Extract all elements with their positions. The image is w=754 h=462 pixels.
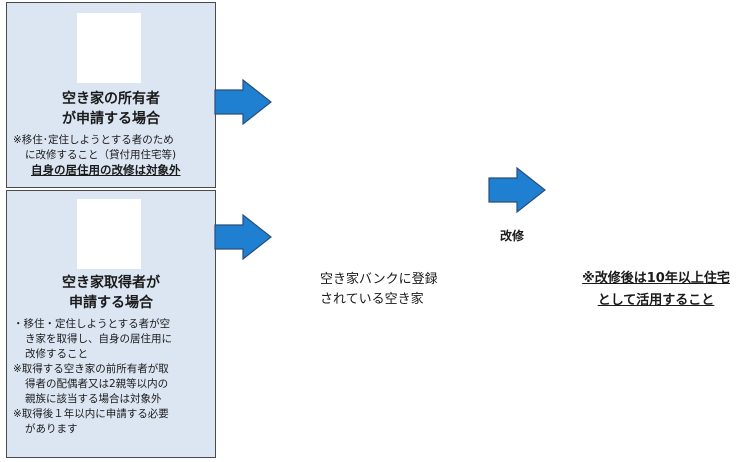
akiya-bank-line1: 空き家バンクに登録 <box>320 272 438 287</box>
acquirer-note-line: があります <box>25 423 78 435</box>
acquirer-note-line: ※取得する空き家の前所有者が取 <box>13 363 169 375</box>
owner-note-line1: ※移住･定住しようとする者のため <box>13 134 174 146</box>
acquirer-note-line: 得者の配偶者又は2親等以内の <box>25 378 169 390</box>
result-line1: ※改修後は10年以上住宅 <box>582 271 730 286</box>
owner-note-line2: に改修すること（貸付用住宅等) <box>25 149 177 161</box>
owner-note: ※移住･定住しようとする者のため に改修すること（貸付用住宅等) 自身の居住用の… <box>13 133 213 178</box>
acquirer-photo-placeholder <box>77 199 141 269</box>
akiya-bank-label: 空き家バンクに登録 されている空き家 <box>320 270 500 310</box>
owner-title-line2: が申請する場合 <box>62 111 160 127</box>
result-condition-label: ※改修後は10年以上住宅 として活用すること <box>566 268 746 312</box>
owner-photo-placeholder <box>77 13 141 83</box>
acquirer-note-line: 親族に該当する場合は対象外 <box>25 393 162 405</box>
acquirer-note-line: ※取得後１年以内に申請する必要 <box>13 408 169 420</box>
acquirer-applicant-panel: 空き家取得者が 申請する場合 ・移住・定住しようとする者が空 き家を取得し、自身… <box>6 190 216 458</box>
akiya-bank-line2: されている空き家 <box>320 292 424 307</box>
acquirer-note-line: 改修すること <box>25 348 88 360</box>
modify-right-arrow-icon <box>487 166 549 214</box>
acquirer-right-arrow-icon <box>213 213 275 261</box>
acquirer-notes: ・移住・定住しようとする者が空 き家を取得し、自身の居住用に 改修すること ※取… <box>13 317 213 437</box>
owner-right-arrow-icon <box>213 78 275 126</box>
acquirer-note-line: ・移住・定住しようとする者が空 <box>13 318 171 330</box>
result-line2: として活用すること <box>597 293 715 308</box>
owner-applicant-panel: 空き家の所有者 が申請する場合 ※移住･定住しようとする者のため に改修すること… <box>6 2 216 188</box>
owner-exclusion-highlight: 自身の居住用の改修は対象外 <box>31 163 181 177</box>
owner-title-line1: 空き家の所有者 <box>62 91 160 107</box>
acquirer-title-line2: 申請する場合 <box>69 295 153 311</box>
acquirer-title-line1: 空き家取得者が <box>62 275 160 291</box>
modify-label: 改修 <box>500 229 525 243</box>
acquirer-note-line: き家を取得し、自身の居住用に <box>25 333 172 345</box>
